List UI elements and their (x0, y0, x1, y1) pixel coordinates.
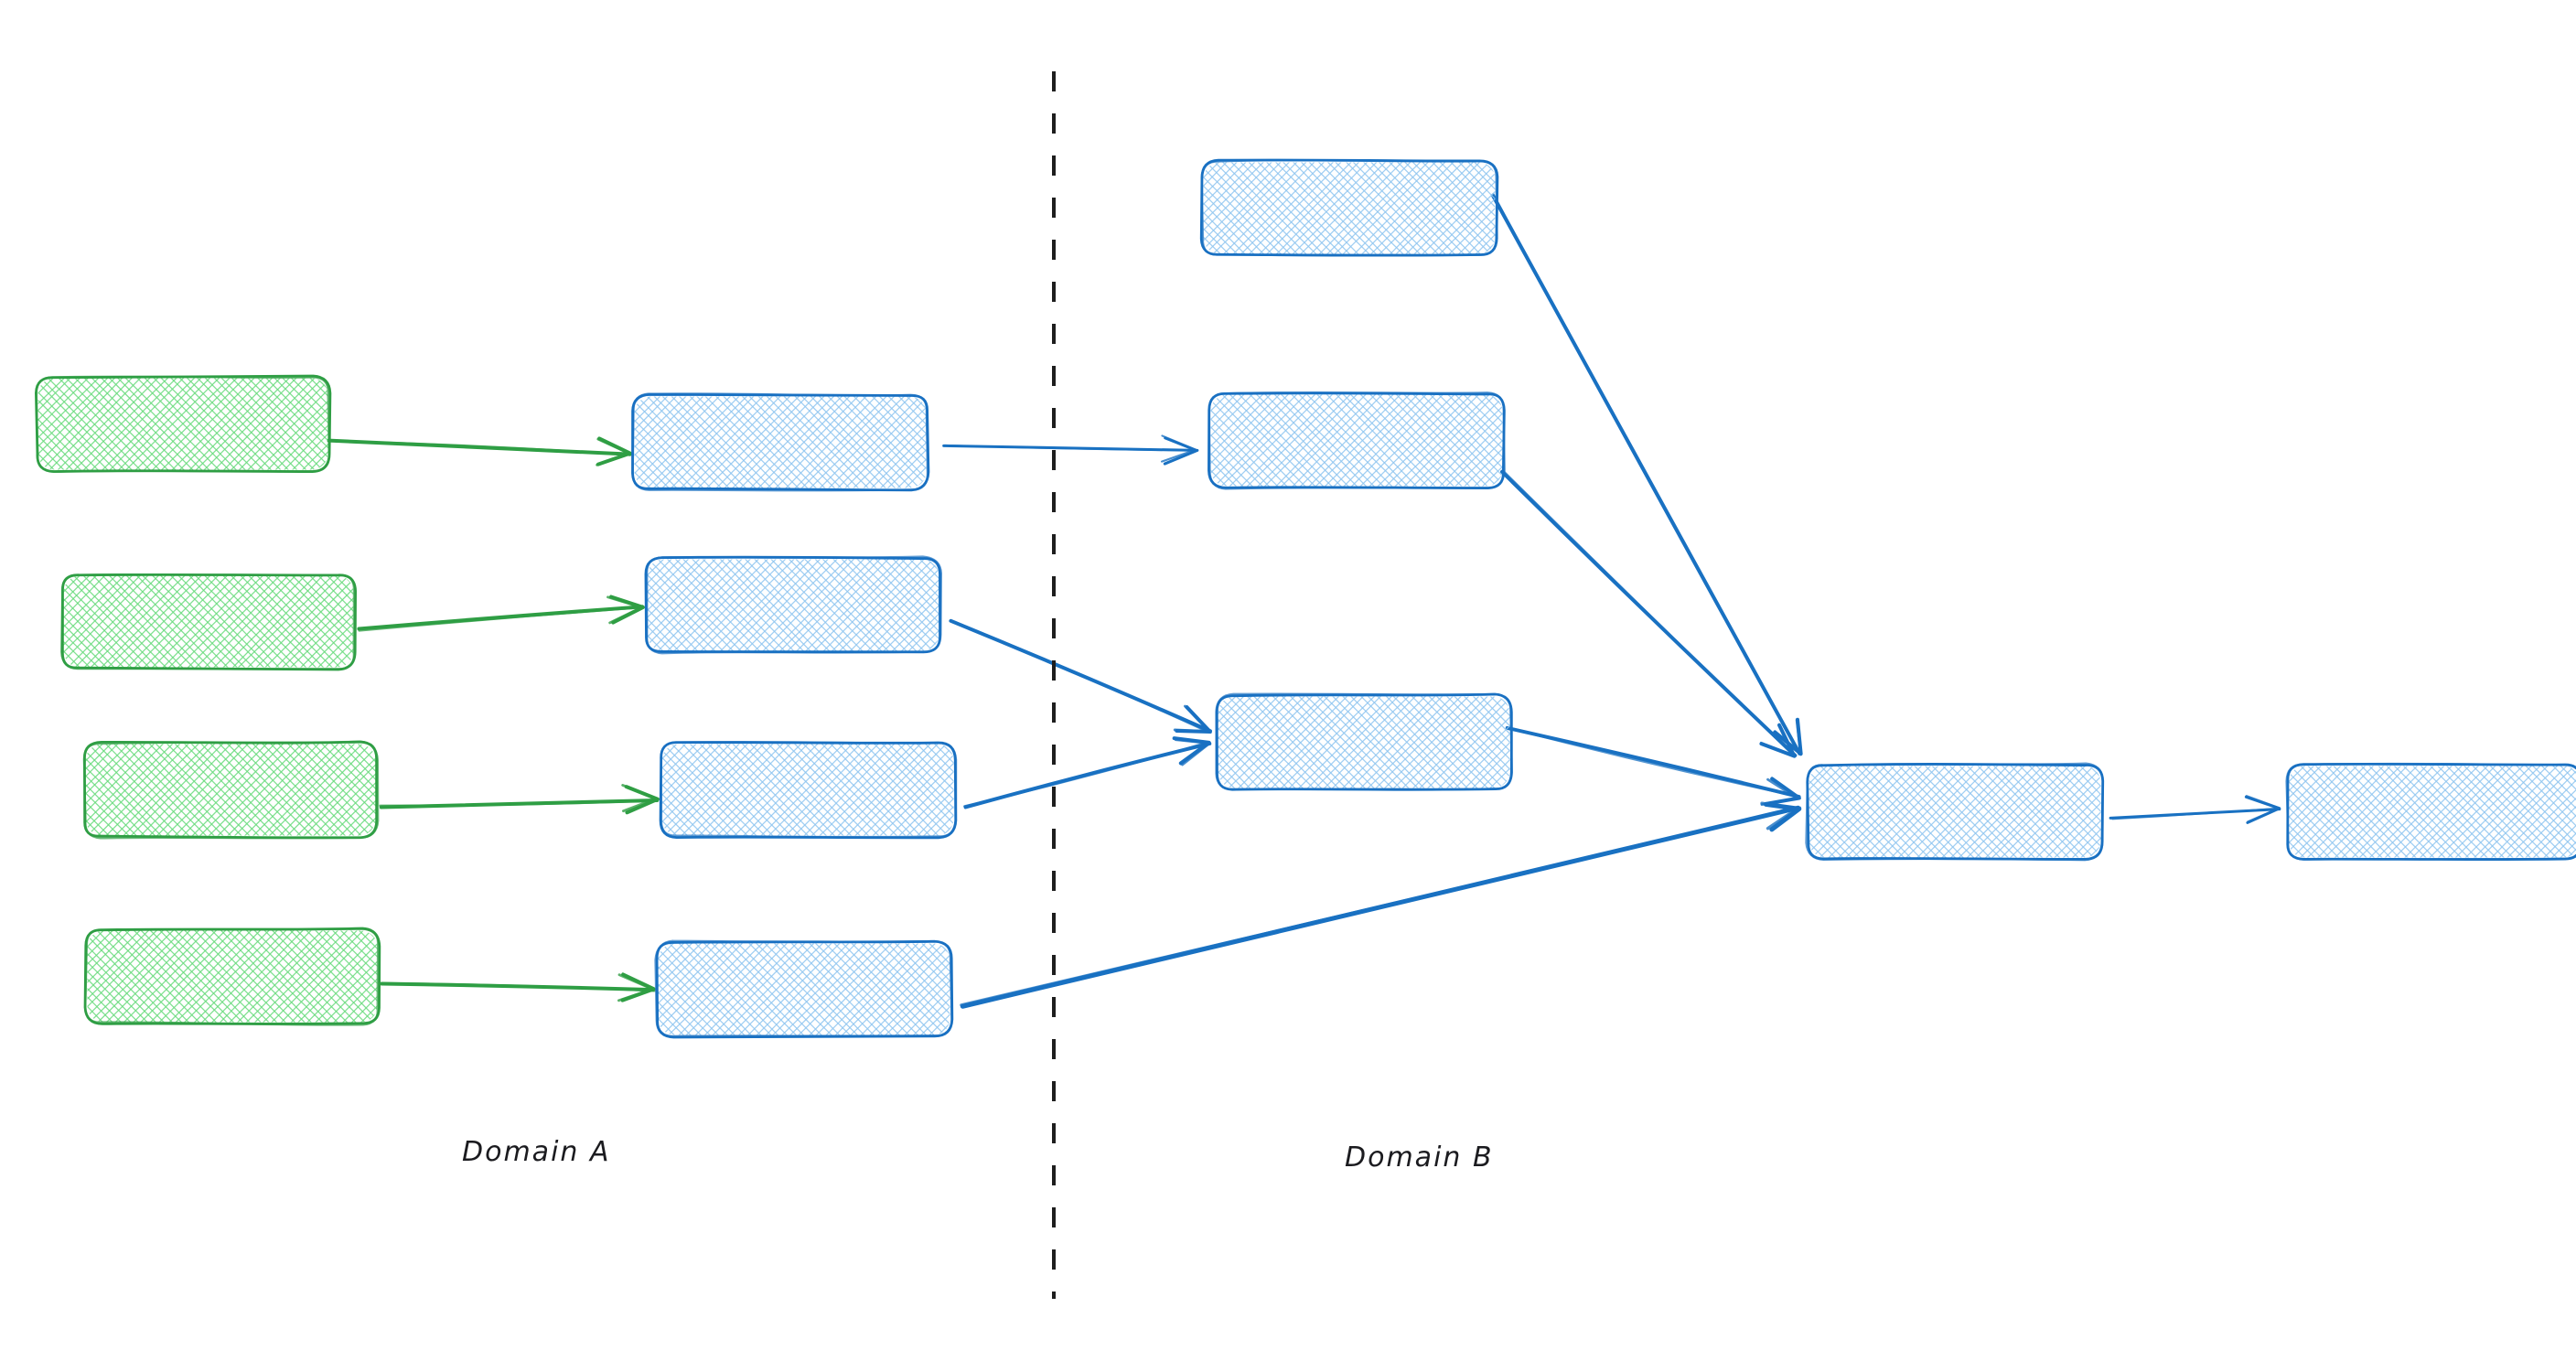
node-hatch-fill (85, 744, 376, 836)
flow-arrow[interactable] (327, 436, 632, 466)
node-hatch-fill (647, 559, 939, 651)
process-node-blue[interactable] (1014, 158, 1682, 257)
arrow-shaft (2111, 807, 2281, 820)
flow-arrow[interactable] (1500, 469, 1798, 758)
arrow-shaft (327, 439, 632, 456)
arrow-head (1773, 718, 1802, 756)
node-hatch-fill (1218, 696, 1510, 788)
process-node-green[interactable] (0, 927, 565, 1026)
node-outline (2285, 762, 2576, 861)
arrow-shaft (963, 741, 1209, 808)
node-outline (84, 927, 380, 1026)
arrow-head (606, 595, 643, 625)
flow-arrow[interactable] (1505, 725, 1801, 807)
arrow-head (2245, 795, 2281, 823)
node-outline (631, 392, 929, 492)
arrow-head (617, 973, 654, 1002)
flow-arrow[interactable] (949, 618, 1212, 734)
node-outline (82, 740, 380, 840)
node-outline (1215, 692, 1513, 791)
arrow-shaft (1507, 726, 1798, 798)
process-node-green[interactable] (0, 740, 564, 840)
node-hatch-fill (87, 930, 378, 1023)
node-outline (35, 375, 330, 473)
flow-arrow[interactable] (960, 801, 1802, 1009)
node-outline (60, 573, 356, 670)
node-hatch-fill (1210, 394, 1503, 487)
process-node-blue[interactable] (444, 392, 1113, 492)
arrow-shaft (381, 981, 656, 992)
arrow-shaft (943, 444, 1199, 452)
arrow-shaft (950, 619, 1210, 734)
domain-a-label: Domain A (462, 1136, 611, 1168)
node-hatch-fill (38, 378, 328, 470)
process-node-blue[interactable] (1021, 391, 1690, 490)
process-node-blue[interactable] (471, 740, 1140, 840)
node-outline (654, 939, 953, 1037)
arrow-shaft (1502, 470, 1796, 757)
node-outline (1200, 159, 1498, 257)
process-node-blue[interactable] (1029, 692, 1697, 791)
arrow-shaft (1492, 193, 1801, 756)
node-hatch-fill (634, 396, 927, 488)
process-node-green[interactable] (0, 374, 515, 474)
node-outline (660, 740, 958, 839)
flow-arrow[interactable] (380, 972, 656, 1002)
arrow-head (621, 784, 658, 813)
process-node-blue[interactable] (2098, 762, 2576, 861)
edge-layer (327, 193, 2281, 1009)
node-hatch-fill (1203, 162, 1496, 254)
node-hatch-fill (658, 943, 950, 1035)
node-outline (1805, 762, 2104, 862)
flow-arrow[interactable] (357, 595, 645, 632)
process-node-blue[interactable] (468, 939, 1137, 1039)
flow-arrow[interactable] (963, 736, 1212, 809)
arrow-head (1760, 777, 1799, 807)
node-hatch-fill (2288, 766, 2576, 858)
process-node-green[interactable] (0, 573, 542, 671)
arrow-head (596, 437, 631, 466)
process-node-blue[interactable] (456, 555, 1126, 655)
node-outline (1208, 391, 1506, 490)
node-outline (646, 555, 942, 655)
arrow-head (1173, 704, 1211, 734)
arrow-head (1760, 801, 1799, 831)
arrow-shaft (960, 806, 1802, 1007)
flow-arrow[interactable] (942, 434, 1199, 466)
arrow-shaft (379, 799, 658, 808)
process-node-blue[interactable] (1618, 762, 2287, 862)
arrow-head (1160, 434, 1197, 463)
arrow-head (1174, 738, 1211, 766)
flow-arrow[interactable] (379, 784, 660, 815)
flow-arrow[interactable] (2109, 795, 2281, 824)
domain-b-label: Domain B (1345, 1142, 1494, 1174)
arrow-head (1759, 723, 1796, 757)
flow-arrow[interactable] (1490, 193, 1803, 756)
node-hatch-fill (1809, 766, 2101, 858)
node-hatch-fill (63, 575, 354, 668)
node-hatch-fill (661, 744, 954, 836)
arrow-shaft (358, 606, 642, 632)
node-layer (0, 158, 2576, 1039)
